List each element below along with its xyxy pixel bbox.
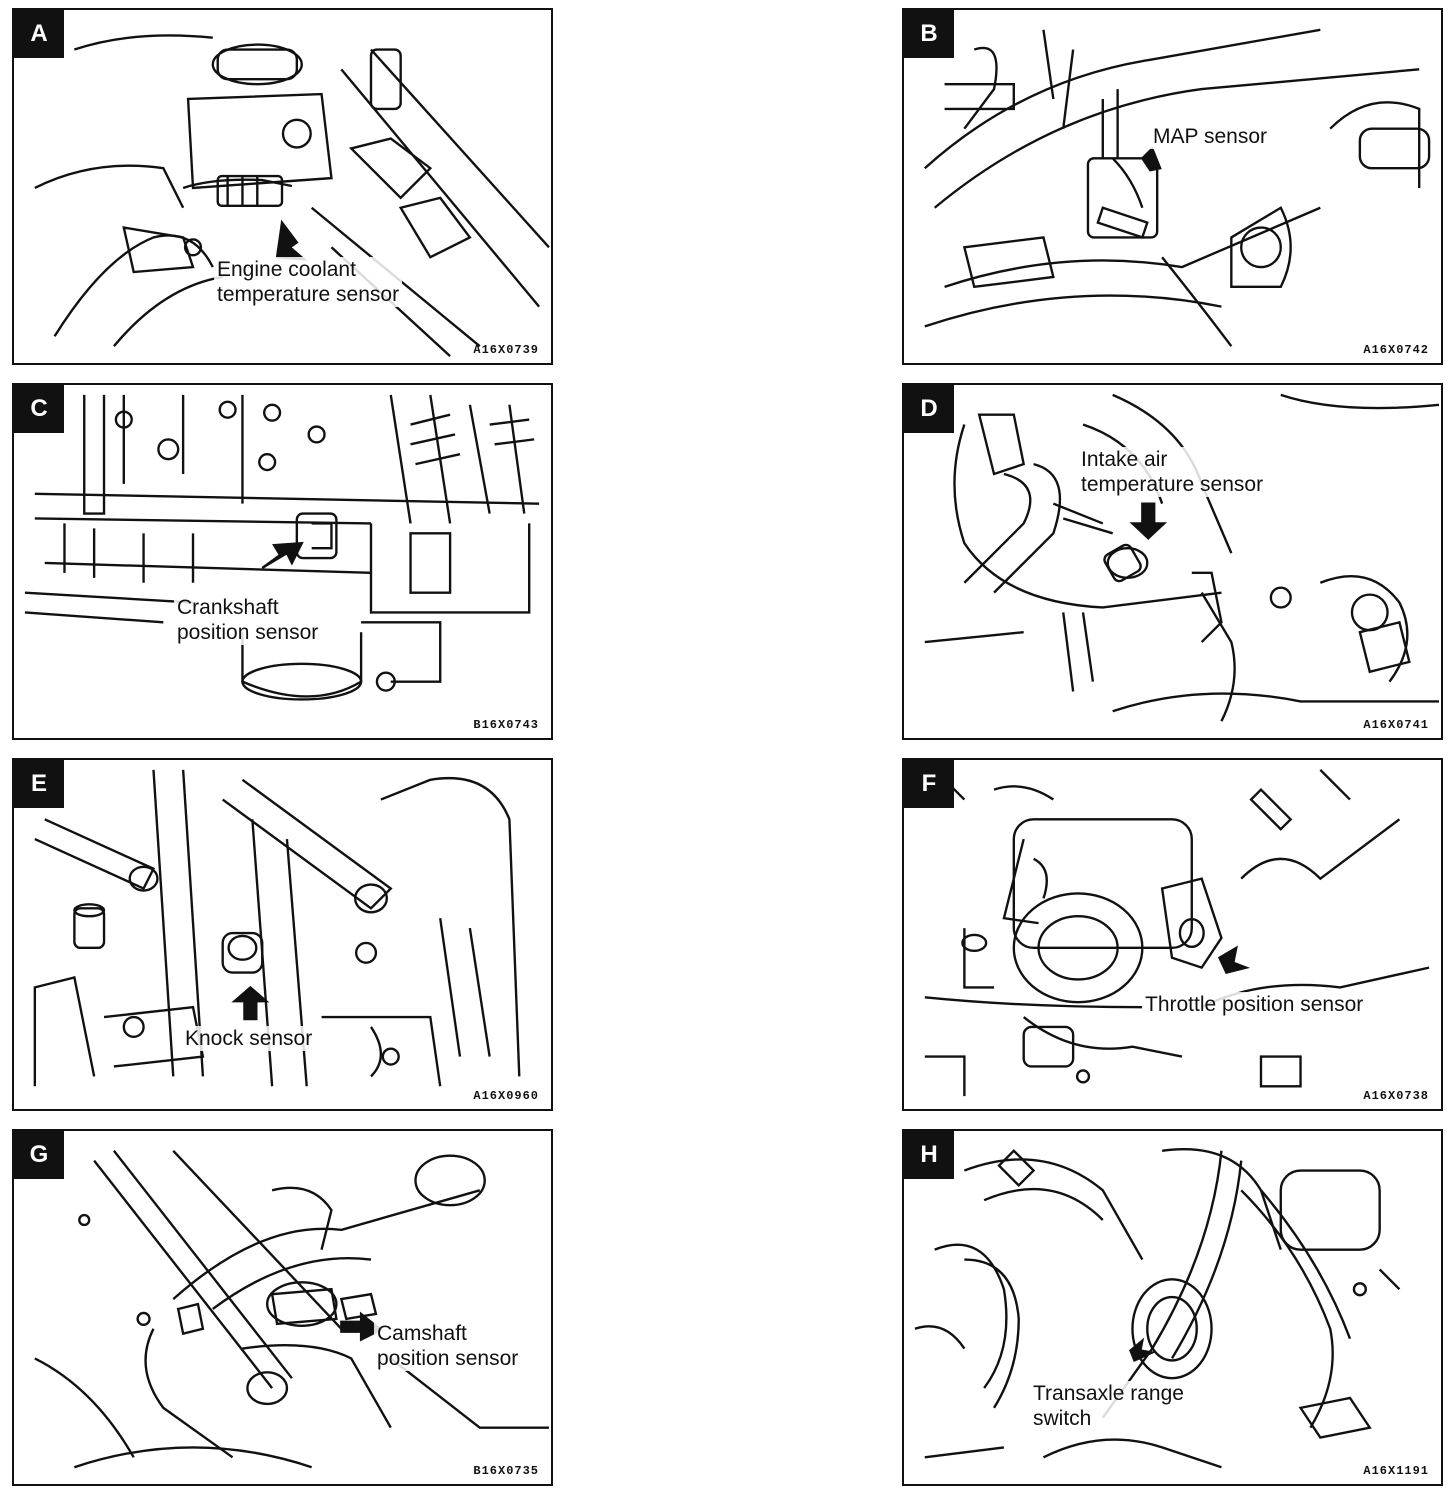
- caption-line: position sensor: [377, 1347, 519, 1370]
- engine-coolant-temperature-sensor-illustration: [34, 34, 550, 357]
- crankshaft-position-sensor-illustration: [24, 394, 540, 701]
- caption-line: switch: [1033, 1407, 1092, 1430]
- sensor-caption: Intake air temperature sensor: [1078, 447, 1267, 497]
- sensor-caption: Crankshaft position sensor: [174, 595, 322, 645]
- panel-h: H Transaxle range switch A16X1191: [902, 1129, 1443, 1486]
- caption-line: Transaxle range: [1033, 1382, 1184, 1405]
- sensor-caption: Camshaft position sensor: [374, 1321, 522, 1371]
- caption-line: temperature sensor: [217, 283, 400, 306]
- transaxle-range-switch-illustration: [914, 1147, 1401, 1469]
- figure-code: A16X0738: [1363, 1089, 1429, 1103]
- intake-air-temperature-sensor-illustration: [924, 393, 1440, 722]
- sensor-caption: Throttle position sensor: [1142, 992, 1367, 1017]
- caption-line: Camshaft: [377, 1322, 467, 1345]
- panel-c: C Crankshaft position sensor B16X0743: [12, 383, 553, 740]
- knock-sensor-illustration: [33, 769, 521, 1087]
- panel-a: A Engine coolant temperature sensor A16X…: [12, 8, 553, 365]
- throttle-position-sensor-illustration: [924, 769, 1430, 1097]
- caption-line: temperature sensor: [1081, 473, 1264, 496]
- caption-line: position sensor: [177, 621, 319, 644]
- figure-code: A16X1191: [1363, 1464, 1429, 1478]
- figure-code: A16X0741: [1363, 718, 1429, 732]
- panel-letter: C: [14, 385, 64, 433]
- panel-b: B MAP sensor A16X0742: [902, 8, 1443, 365]
- panel-e: E Knock sensor A16X0960: [12, 758, 553, 1111]
- caption-line: Throttle position sensor: [1145, 993, 1364, 1016]
- panel-letter: E: [14, 760, 64, 808]
- panel-letter: G: [14, 1131, 64, 1179]
- panel-letter: B: [904, 10, 954, 58]
- figure-code: A16X0960: [473, 1089, 539, 1103]
- panel-f: F Throttle position sensor A16X0738: [902, 758, 1443, 1111]
- caption-line: MAP sensor: [1153, 125, 1267, 148]
- figure-code: B16X0735: [473, 1464, 539, 1478]
- panel-letter: A: [14, 10, 64, 58]
- sensor-caption: MAP sensor: [1150, 124, 1270, 149]
- caption-line: Intake air: [1081, 448, 1168, 471]
- caption-line: Engine coolant: [217, 258, 356, 281]
- sensor-caption: Engine coolant temperature sensor: [214, 257, 403, 307]
- figure-code: B16X0743: [473, 718, 539, 732]
- camshaft-position-sensor-illustration: [34, 1149, 549, 1469]
- figure-code: A16X0739: [473, 343, 539, 357]
- map-sensor-illustration: [924, 28, 1431, 347]
- sensor-caption: Transaxle range switch: [1030, 1381, 1187, 1431]
- sensor-caption: Knock sensor: [182, 1026, 316, 1051]
- figure-code: A16X0742: [1363, 343, 1429, 357]
- panel-letter: H: [904, 1131, 954, 1179]
- caption-line: Knock sensor: [185, 1027, 313, 1050]
- caption-line: Crankshaft: [177, 596, 279, 619]
- panel-letter: F: [904, 760, 954, 808]
- panel-letter: D: [904, 385, 954, 433]
- panel-d: D Intake air temperature sensor A16X0741: [902, 383, 1443, 740]
- panel-g: G Camshaft position sensor B16X0735: [12, 1129, 553, 1486]
